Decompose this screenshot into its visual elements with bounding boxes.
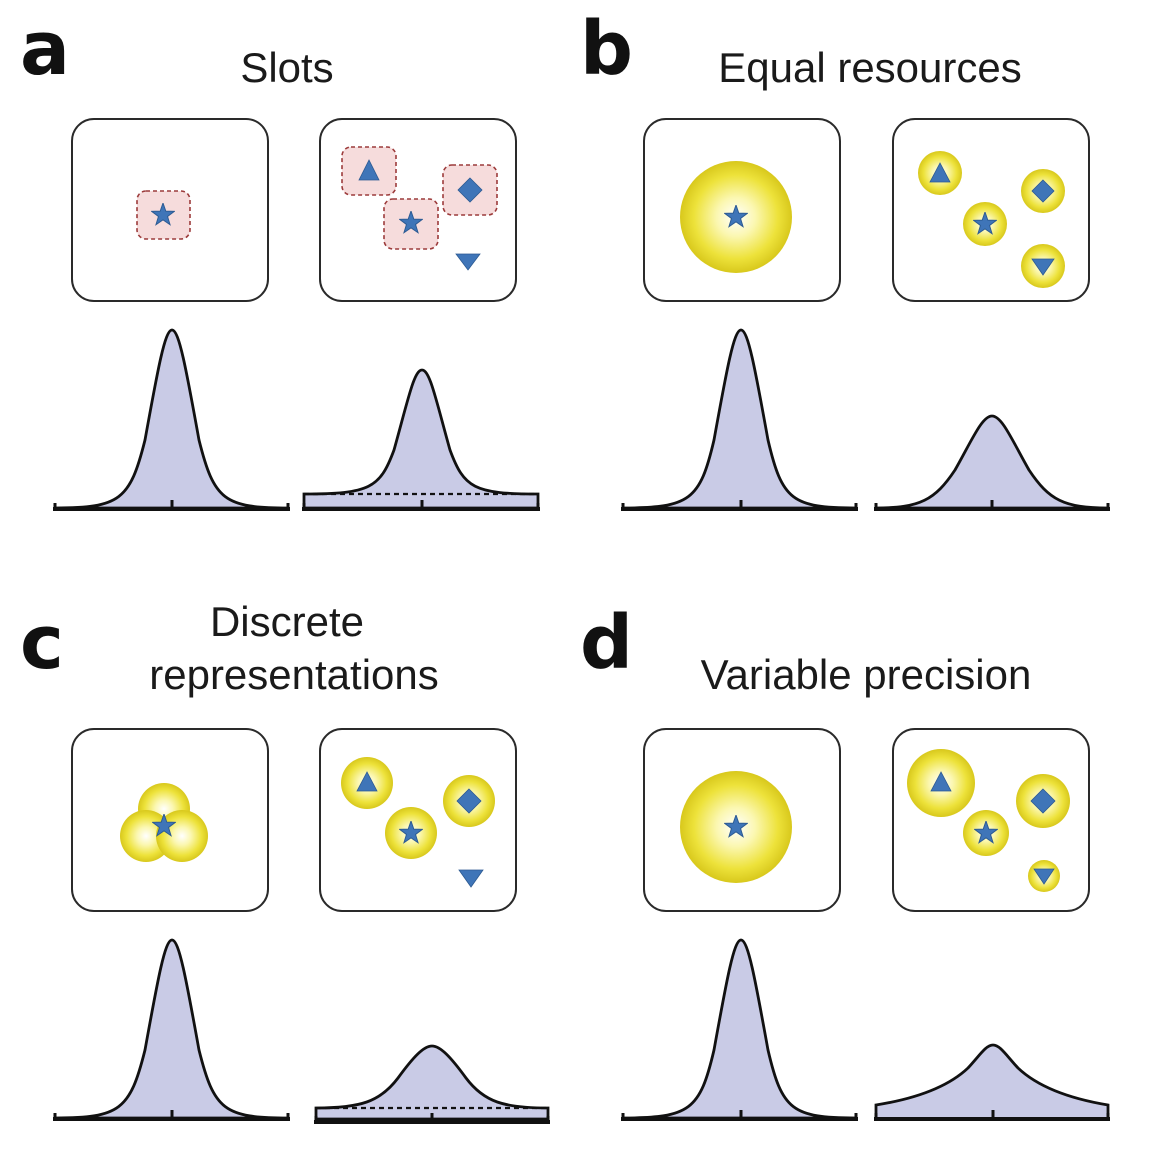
error-distribution-a-right xyxy=(302,368,540,511)
diamond-icon xyxy=(456,788,482,814)
panel-letter-c: c xyxy=(20,600,64,686)
triangle-up-icon xyxy=(356,771,378,792)
error-distribution-b-left xyxy=(621,328,858,511)
panel-title-c-line1: Discrete xyxy=(210,598,364,645)
triangle-up-icon xyxy=(929,162,951,183)
triangle-down-icon xyxy=(1033,868,1055,885)
diamond-icon xyxy=(1031,179,1055,203)
panel-d: d Variable precision xyxy=(580,600,1110,1121)
panel-letter-b: b xyxy=(580,6,633,92)
triangle-up-icon xyxy=(358,159,380,181)
panel-title-d: Variable precision xyxy=(701,651,1032,698)
panel-letter-d: d xyxy=(580,600,633,686)
triangle-down-icon xyxy=(455,253,481,271)
panel-b: b Equal resources xyxy=(580,6,1110,511)
diamond-icon xyxy=(457,177,483,203)
triangle-down-icon xyxy=(458,869,484,888)
error-distribution-a-left xyxy=(53,328,290,511)
error-distribution-c-right xyxy=(314,1044,550,1124)
panel-letter-a: a xyxy=(20,6,70,92)
panel-c: c Discrete representations xyxy=(20,598,550,1124)
diamond-icon xyxy=(1030,788,1056,814)
error-distribution-d-left xyxy=(621,938,858,1121)
error-distribution-d-right xyxy=(874,1043,1110,1121)
error-distribution-c-left xyxy=(53,938,290,1121)
triangle-up-icon xyxy=(930,771,952,792)
error-distribution-b-right xyxy=(874,414,1110,511)
panel-title-b: Equal resources xyxy=(718,44,1022,91)
panel-title-a: Slots xyxy=(240,44,333,91)
panel-a: a Slots xyxy=(20,6,540,511)
panel-title-c-line2: representations xyxy=(149,651,439,698)
triangle-down-icon xyxy=(1031,258,1055,276)
